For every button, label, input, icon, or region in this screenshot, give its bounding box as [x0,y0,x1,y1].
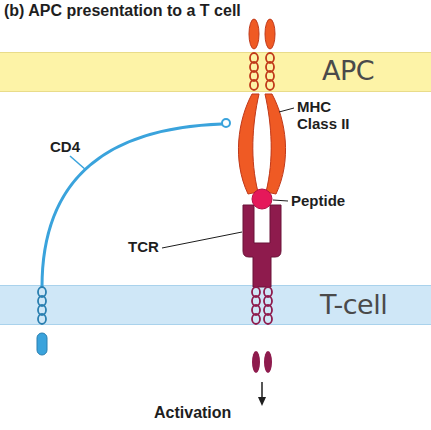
mhc-top-left [249,19,259,49]
membrane-band: APC [0,52,431,92]
cd4-contact [222,119,230,127]
tcr-tail-left [252,351,260,373]
mhc-chain-right [265,94,286,194]
outcome-label: Activation [154,404,274,421]
peptide-circle [252,189,272,209]
cd4-tail [37,333,47,355]
activation-arrow [261,382,263,402]
leader-line [162,232,242,248]
molecule-label: MHC Class II [297,98,365,132]
leader-line [273,200,288,201]
mhc-top-right [265,19,275,49]
membrane-label: T-cell [320,289,387,320]
leader-line [279,108,294,112]
molecule-label: CD4 [50,138,110,155]
cd4-arc [42,124,222,287]
tcr-tail-right [264,351,272,373]
molecule-label: Peptide [291,192,371,209]
leader-line [70,156,86,170]
tcr-body [243,205,281,287]
mhc-chain-left [238,94,259,194]
membrane-band: T-cell [0,285,431,325]
molecule-label: TCR [128,238,178,255]
figure-title: (b) APC presentation to a T cell [4,2,241,20]
membrane-label: APC [322,55,374,86]
